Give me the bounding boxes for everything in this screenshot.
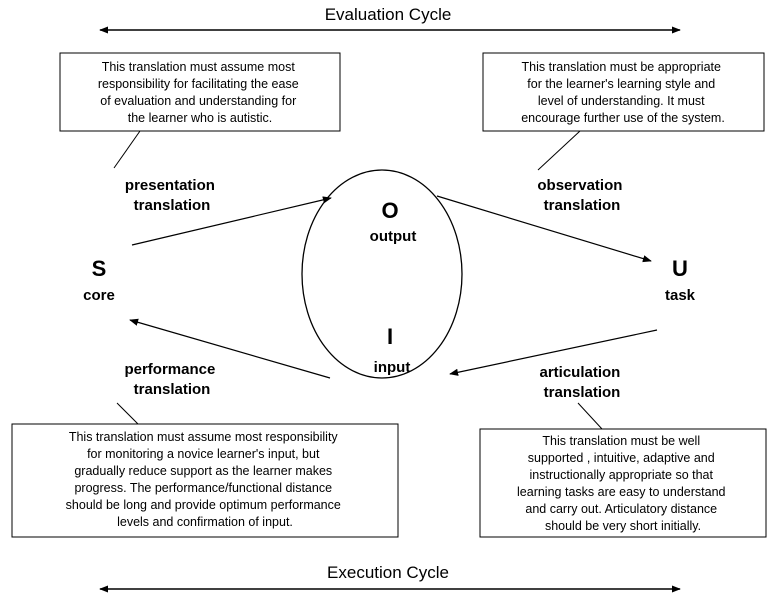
presentation-note-line: of evaluation and understanding for: [100, 94, 296, 108]
performance-note-line: for monitoring a novice learner's input,…: [87, 447, 320, 461]
performance-note-line: levels and confirmation of input.: [117, 515, 293, 529]
articulation-note-line: This translation must be well: [542, 434, 700, 448]
articulation-note-box: [479, 428, 767, 538]
performance-arrow: [129, 318, 331, 379]
performance-note-line: gradually reduce support as the learner …: [74, 464, 332, 478]
articulation-note-line: supported , intuitive, adaptive and: [528, 451, 715, 465]
presentation-note-text: This translation must assume most respon…: [98, 60, 302, 125]
performance-note-text: This translation must assume most respon…: [66, 430, 345, 529]
input-label: input: [374, 359, 411, 376]
observation-note-line: This translation must be appropriate: [522, 60, 721, 74]
articulation-note-connector: [577, 402, 603, 430]
evaluation-cycle-title: Evaluation Cycle: [325, 5, 452, 24]
presentation-note-box: [59, 52, 341, 132]
performance-note-line: progress. The performance/functional dis…: [74, 481, 332, 495]
task-letter: U: [672, 256, 688, 281]
articulation-note-line: and carry out. Articulatory distance: [525, 502, 717, 516]
performance-note-connector: [116, 402, 139, 425]
observation-translation-label: observation translation: [537, 177, 626, 214]
performance-note-box: [11, 423, 399, 538]
output-label: output: [370, 228, 417, 245]
performance-note-line: This translation must assume most respon…: [69, 430, 339, 444]
performance-label-line2: translation: [134, 381, 211, 398]
presentation-note-line: This translation must assume most: [102, 60, 296, 74]
output-letter: O: [381, 198, 398, 223]
observation-note-connector: [537, 130, 581, 171]
presentation-label-line2: translation: [134, 197, 211, 214]
articulation-label-line2: translation: [544, 384, 621, 401]
observation-note-line: encourage further use of the system.: [521, 111, 725, 125]
articulation-label-line1: articulation: [539, 364, 620, 381]
articulation-note-line: learning tasks are easy to understand: [517, 485, 726, 499]
articulation-note-text: This translation must be well supported …: [517, 434, 729, 533]
observation-note-text: This translation must be appropriate for…: [521, 60, 725, 125]
observation-arrow: [436, 195, 652, 263]
presentation-note-line: the learner who is autistic.: [128, 111, 273, 125]
presentation-note-line: responsibility for facilitating the ease: [98, 77, 299, 91]
observation-label-line1: observation: [537, 177, 622, 194]
observation-note-line: for the learner's learning style and: [527, 77, 715, 91]
system-ellipse: [301, 169, 463, 379]
presentation-arrow: [131, 196, 332, 246]
articulation-note-line: should be very short initially.: [545, 519, 701, 533]
presentation-note-connector: [113, 130, 141, 169]
performance-translation-label: performance translation: [124, 361, 219, 398]
performance-label-line1: performance: [124, 361, 215, 378]
presentation-label-line1: presentation: [125, 177, 215, 194]
articulation-arrow: [449, 329, 658, 376]
input-letter: I: [387, 324, 393, 349]
task-label: task: [665, 287, 696, 304]
observation-note-box: [482, 52, 765, 132]
presentation-translation-label: presentation translation: [125, 177, 219, 214]
core-label: core: [83, 287, 115, 304]
core-letter: S: [92, 256, 107, 281]
observation-note-line: level of understanding. It must: [538, 94, 705, 108]
performance-note-line: should be long and provide optimum perfo…: [66, 498, 341, 512]
articulation-note-line: instructionally appropriate so that: [530, 468, 714, 482]
observation-label-line2: translation: [544, 197, 621, 214]
articulation-translation-label: articulation translation: [539, 364, 624, 401]
execution-cycle-title: Execution Cycle: [327, 563, 449, 582]
